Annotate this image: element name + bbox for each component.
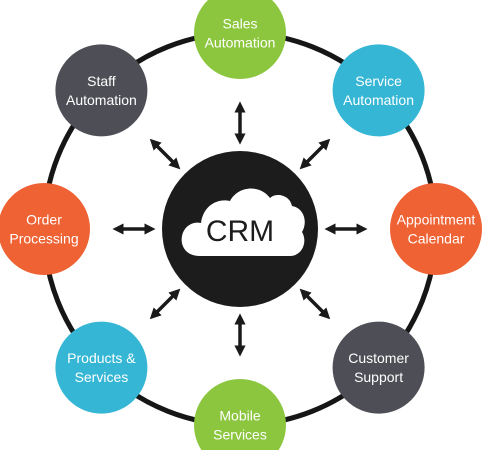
node-label-products-services-line-2: Services bbox=[75, 369, 129, 385]
arrow-customer-support bbox=[299, 288, 331, 320]
node-label-products-services-line-1: Products & bbox=[67, 350, 136, 366]
node-label-order-processing-line-1: Order bbox=[26, 212, 62, 228]
node-products-services: Products & Services bbox=[55, 321, 148, 414]
node-circle-staff-automation bbox=[55, 44, 148, 137]
node-label-mobile-services-line-2: Services bbox=[213, 427, 267, 443]
arrow-staff-automation bbox=[149, 138, 181, 170]
node-label-appointment-calendar-line-1: Appointment bbox=[397, 212, 476, 228]
node-label-appointment-calendar-line-2: Calendar bbox=[408, 231, 465, 247]
node-label-customer-support-line-2: Support bbox=[354, 369, 403, 385]
node-circle-service-automation bbox=[332, 44, 425, 137]
crm-label: CRM bbox=[206, 215, 274, 248]
node-label-order-processing-line-2: Processing bbox=[9, 231, 78, 247]
node-circle-sales-automation bbox=[194, 0, 286, 79]
connector-arrows bbox=[112, 101, 368, 357]
node-label-service-automation-line-1: Service bbox=[355, 73, 402, 89]
node-label-sales-automation-line-1: Sales bbox=[222, 16, 257, 32]
node-circle-customer-support bbox=[332, 321, 425, 414]
node-circle-products-services bbox=[55, 321, 148, 414]
node-label-service-automation-line-2: Automation bbox=[343, 92, 414, 108]
node-label-mobile-services-line-1: Mobile bbox=[219, 408, 260, 424]
arrow-products-services bbox=[149, 288, 181, 320]
node-circle-mobile-services bbox=[194, 379, 286, 450]
node-label-customer-support-line-1: Customer bbox=[348, 350, 409, 366]
node-label-staff-automation-line-2: Automation bbox=[66, 92, 137, 108]
crm-hub: CRM bbox=[162, 151, 318, 307]
arrow-service-automation bbox=[299, 138, 331, 170]
node-circle-appointment-calendar bbox=[390, 183, 482, 275]
node-circle-order-processing bbox=[0, 183, 90, 275]
node-label-sales-automation-line-2: Automation bbox=[205, 35, 276, 51]
node-label-staff-automation-line-1: Staff bbox=[87, 73, 116, 89]
cloud-icon bbox=[181, 188, 305, 256]
